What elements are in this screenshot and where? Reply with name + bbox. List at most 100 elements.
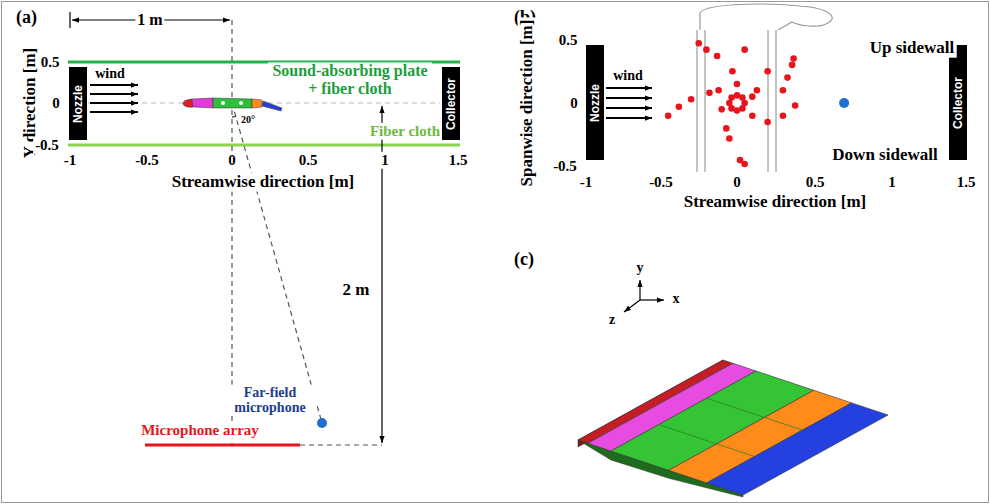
axis-tick: 0.5	[557, 32, 580, 49]
airfoil-edge-line	[768, 30, 769, 172]
wall-label: Down sidewall	[830, 146, 939, 165]
microphone-position	[739, 105, 746, 112]
microphone-position	[734, 81, 741, 88]
airfoil-outline	[700, 4, 832, 30]
airfoil-main	[213, 98, 252, 108]
axis-title: Spanwise direction [m]	[518, 18, 537, 189]
fiber-cloth-wall	[68, 144, 460, 147]
microphone-position	[688, 96, 695, 103]
axis-tick: 0	[50, 95, 62, 112]
microphone-array	[145, 444, 300, 447]
microphone-position	[754, 87, 761, 94]
microphone-position	[790, 55, 797, 62]
block-label: Collector	[951, 76, 965, 128]
axis-letter: x	[671, 291, 682, 306]
wind-arrow	[606, 107, 652, 109]
panel-label: (c)	[512, 250, 536, 270]
microphone-position	[764, 68, 771, 75]
axis-title: Streamwise direction [m]	[682, 193, 869, 212]
microphone-position	[780, 112, 787, 119]
dimension-label: 2 m	[341, 281, 372, 300]
far-field-microphone	[839, 98, 849, 108]
wind-arrow	[90, 93, 138, 95]
wind-arrow	[606, 87, 652, 89]
airfoil-hole	[239, 101, 243, 105]
wind-arrow	[90, 84, 138, 86]
airfoil-aft	[252, 99, 262, 108]
axis-letter: y	[635, 260, 646, 275]
microphone-position	[749, 112, 756, 119]
flow-label: wind	[611, 68, 645, 83]
nozzle-collector-block: Collector	[949, 45, 967, 160]
axis-tick: -0.5	[647, 174, 675, 191]
axis-tick: 1	[886, 174, 898, 191]
microphone-position	[729, 68, 736, 75]
dimension-tick	[69, 12, 70, 28]
microphone-position	[792, 102, 799, 109]
dimension-label: 1 m	[135, 11, 164, 29]
block-label: Collector	[444, 77, 458, 129]
axis-tick: -1	[578, 174, 595, 191]
block-label: Nozzle	[71, 84, 85, 122]
wind-arrow	[606, 97, 652, 99]
axis-tick: 1	[379, 152, 391, 169]
wind-arrow	[606, 117, 652, 119]
axis-letter: z	[607, 312, 617, 327]
nozzle-collector-block: Nozzle	[69, 67, 87, 140]
airfoil-slat	[192, 98, 213, 108]
microphone-position	[714, 53, 721, 60]
angle-arc	[232, 116, 236, 118]
axis-tick: 0	[226, 152, 238, 169]
microphone-position	[695, 40, 702, 47]
nozzle-collector-block: Nozzle	[586, 45, 604, 160]
airfoil-nose	[183, 99, 193, 107]
microphone-position	[723, 125, 730, 132]
wall-label: Sound-absorbing plate + fiber cloth	[268, 62, 432, 97]
airfoil-hole	[221, 101, 225, 105]
wall-label: Fiber cloth	[368, 123, 442, 140]
angle-label: 20°	[239, 114, 257, 125]
axis-tick: -0.5	[551, 158, 579, 175]
axis-tick: -1	[62, 152, 79, 169]
mic-direction-line	[232, 103, 322, 423]
microphone-position	[749, 93, 756, 100]
microphone-position	[741, 46, 748, 53]
microphone-position	[706, 90, 713, 97]
microphone-position	[665, 112, 672, 119]
axis-tick: 0.5	[297, 152, 320, 169]
microphone-position	[715, 87, 722, 94]
microphone-label: Far-field microphone	[223, 385, 317, 416]
axis-tick: 0.5	[39, 54, 62, 71]
axis-tick: 0.5	[804, 174, 827, 191]
axis-tick: 1.5	[955, 174, 978, 191]
microphone-position	[703, 46, 710, 53]
block-label: Nozzle	[588, 83, 602, 121]
axis-arrow	[640, 299, 664, 300]
panel-seam	[659, 425, 755, 457]
microphone-position	[676, 104, 683, 111]
microphone-position	[780, 87, 787, 94]
microphone-position	[764, 119, 771, 126]
dimension-extension	[300, 444, 382, 445]
microphone-position	[718, 106, 725, 113]
microphone-position	[726, 135, 733, 142]
axis-tick: -0.5	[133, 152, 161, 169]
nozzle-collector-block: Collector	[442, 67, 460, 140]
microphone-position	[784, 74, 791, 81]
flow-label: wind	[93, 66, 127, 81]
airfoil-edge-line	[697, 30, 698, 172]
axis-tick: 1.5	[447, 152, 470, 169]
axis-tick: 0	[731, 174, 743, 191]
far-field-microphone	[317, 418, 327, 428]
axis-title: Streamwise direction [m]	[170, 173, 357, 192]
wall-label: Up sidewall	[868, 39, 957, 58]
wind-arrow	[90, 111, 138, 113]
microphone-label: Microphone array	[139, 422, 261, 439]
flap-strip	[707, 403, 888, 495]
wind-arrow	[90, 102, 138, 104]
axis-arrow	[639, 280, 640, 300]
panel-seam	[707, 398, 803, 430]
